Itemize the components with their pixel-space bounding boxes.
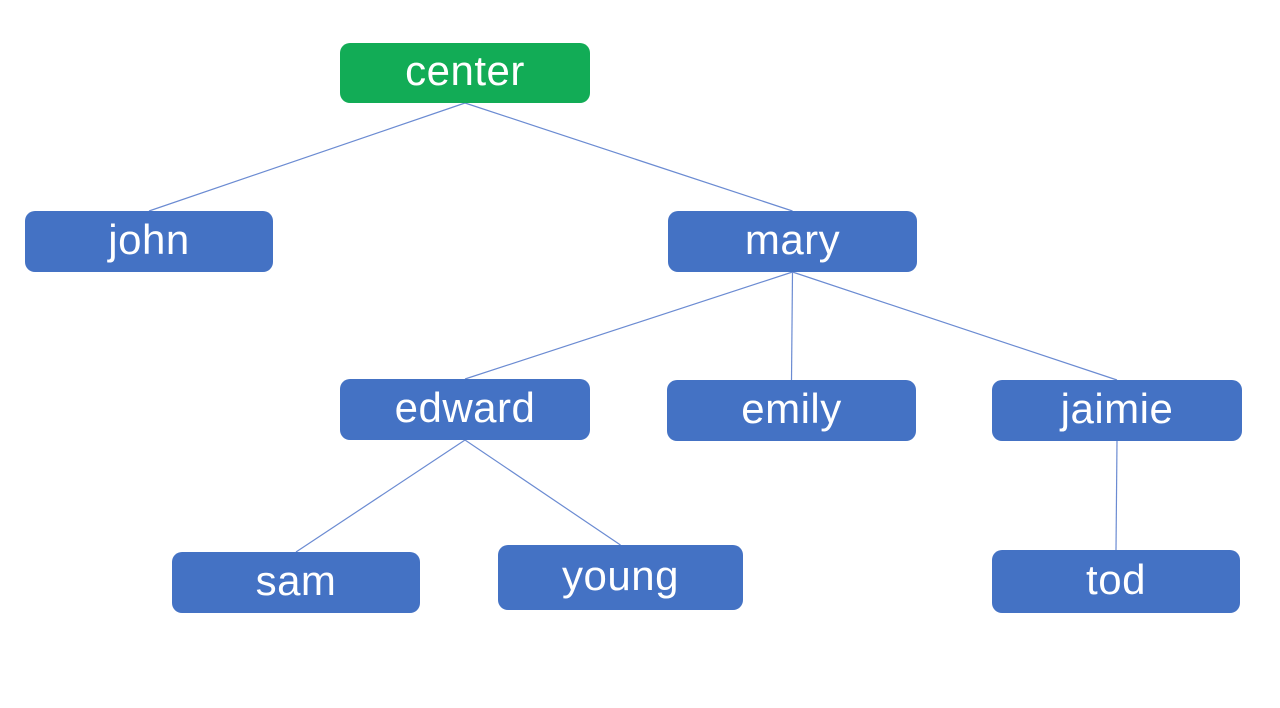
tree-node-jaimie[interactable]: jaimie xyxy=(992,380,1242,441)
tree-node-center[interactable]: center xyxy=(340,43,590,103)
edge-center-mary xyxy=(464,102,793,212)
edge-edward-young xyxy=(464,439,621,546)
edge-edward-sam xyxy=(295,439,466,553)
tree-node-emily[interactable]: emily xyxy=(667,380,916,441)
edge-mary-emily xyxy=(790,271,794,381)
tree-node-sam[interactable]: sam xyxy=(172,552,420,613)
tree-node-john[interactable]: john xyxy=(25,211,273,272)
tree-node-mary[interactable]: mary xyxy=(668,211,917,272)
edge-mary-edward xyxy=(464,271,793,380)
edge-jaimie-tod xyxy=(1115,440,1118,551)
tree-node-edward[interactable]: edward xyxy=(340,379,590,440)
edge-mary-jaimie xyxy=(792,271,1118,381)
tree-node-young[interactable]: young xyxy=(498,545,743,610)
tree-node-tod[interactable]: tod xyxy=(992,550,1240,613)
edge-center-john xyxy=(148,102,466,212)
